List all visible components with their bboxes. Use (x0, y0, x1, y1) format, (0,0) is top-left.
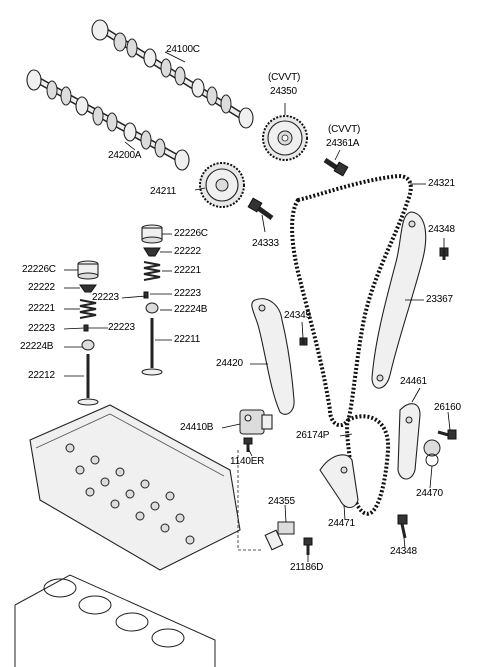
label-24348-top: 24348 (428, 224, 455, 235)
label-22226c-top: 22226C (174, 228, 208, 239)
label-24471: 24471 (328, 518, 355, 529)
label-21186d: 21186D (290, 562, 324, 573)
label-23367: 23367 (426, 294, 453, 305)
label-24349: 24349 (284, 310, 311, 321)
exhaust-sprocket (199, 162, 245, 208)
label-22211: 22211 (174, 334, 201, 345)
chain-guide-24420 (251, 298, 295, 415)
chain-guide-24471 (319, 454, 359, 509)
label-24333: 24333 (252, 238, 279, 249)
label-24100c: 24100C (166, 44, 200, 55)
label-24348-bottom: 24348 (390, 546, 417, 557)
label-cvvt-1: (CVVT) (268, 72, 301, 83)
valve-spring-left (79, 299, 97, 319)
oil-pump-chain-tensioner (397, 403, 441, 480)
label-24410b: 24410B (180, 422, 214, 433)
label-1140er: 1140ER (230, 456, 265, 467)
camshaft-exhaust (26, 69, 190, 171)
valve-seat-left (81, 339, 95, 351)
valve-cotter-left (83, 324, 89, 332)
valve-cotter-top (143, 291, 149, 299)
chain-tensioner-24410b (239, 409, 273, 435)
engine-block-outline (14, 574, 216, 667)
bolt-24348-top (439, 247, 449, 260)
label-24420: 24420 (216, 358, 243, 369)
label-24361a: 24361A (326, 138, 360, 149)
label-22212: 22212 (28, 370, 55, 381)
label-22223-right: 22223 (108, 322, 135, 333)
valve-seat-top (145, 302, 159, 314)
label-22224b-top: 22224B (174, 304, 208, 315)
label-24211: 24211 (150, 186, 177, 197)
bolt-1140er (243, 437, 253, 452)
label-22223-mid: 22223 (92, 292, 119, 303)
valve-tappet-left (77, 260, 99, 280)
intake-valve-22211 (141, 318, 163, 376)
bolt-24349 (299, 337, 308, 346)
timing-chain (290, 173, 413, 516)
bolt-24333 (247, 197, 274, 221)
label-24321: 24321 (428, 178, 455, 189)
bolt-24361a (323, 157, 349, 177)
label-24461: 24461 (400, 376, 427, 387)
label-26160: 26160 (434, 402, 461, 413)
label-22223-top: 22223 (174, 288, 201, 299)
cam-position-sensor (264, 521, 295, 551)
label-22221-left: 22221 (28, 303, 55, 314)
label-22222-top: 22222 (174, 246, 201, 257)
label-24200a: 24200A (108, 150, 142, 161)
label-22221-top: 22221 (174, 265, 201, 276)
bolt-24348-bottom (397, 514, 408, 539)
label-22224b-left: 22224B (20, 341, 54, 352)
valve-spring-top (143, 261, 161, 281)
cylinder-head (29, 404, 241, 571)
label-26174p: 26174P (296, 430, 330, 441)
chain-guide-23367 (371, 211, 427, 389)
valve-retainer-top (143, 247, 161, 257)
label-22226c-left: 22226C (22, 264, 56, 275)
label-22222-left: 22222 (28, 282, 55, 293)
label-24355: 24355 (268, 496, 295, 507)
cvvt-sprocket-intake (262, 115, 308, 161)
bolt-21186d (303, 537, 313, 555)
camshaft-intake (91, 19, 254, 129)
label-24350: 24350 (270, 86, 297, 97)
exhaust-valve-22212 (77, 354, 99, 406)
label-24470: 24470 (416, 488, 443, 499)
bolt-26160 (437, 429, 457, 440)
valve-retainer-left (79, 284, 97, 293)
label-22223-left: 22223 (28, 323, 55, 334)
leader-lines (63, 51, 451, 562)
label-cvvt-2: (CVVT) (328, 124, 361, 135)
valve-tappet-top (141, 224, 163, 244)
